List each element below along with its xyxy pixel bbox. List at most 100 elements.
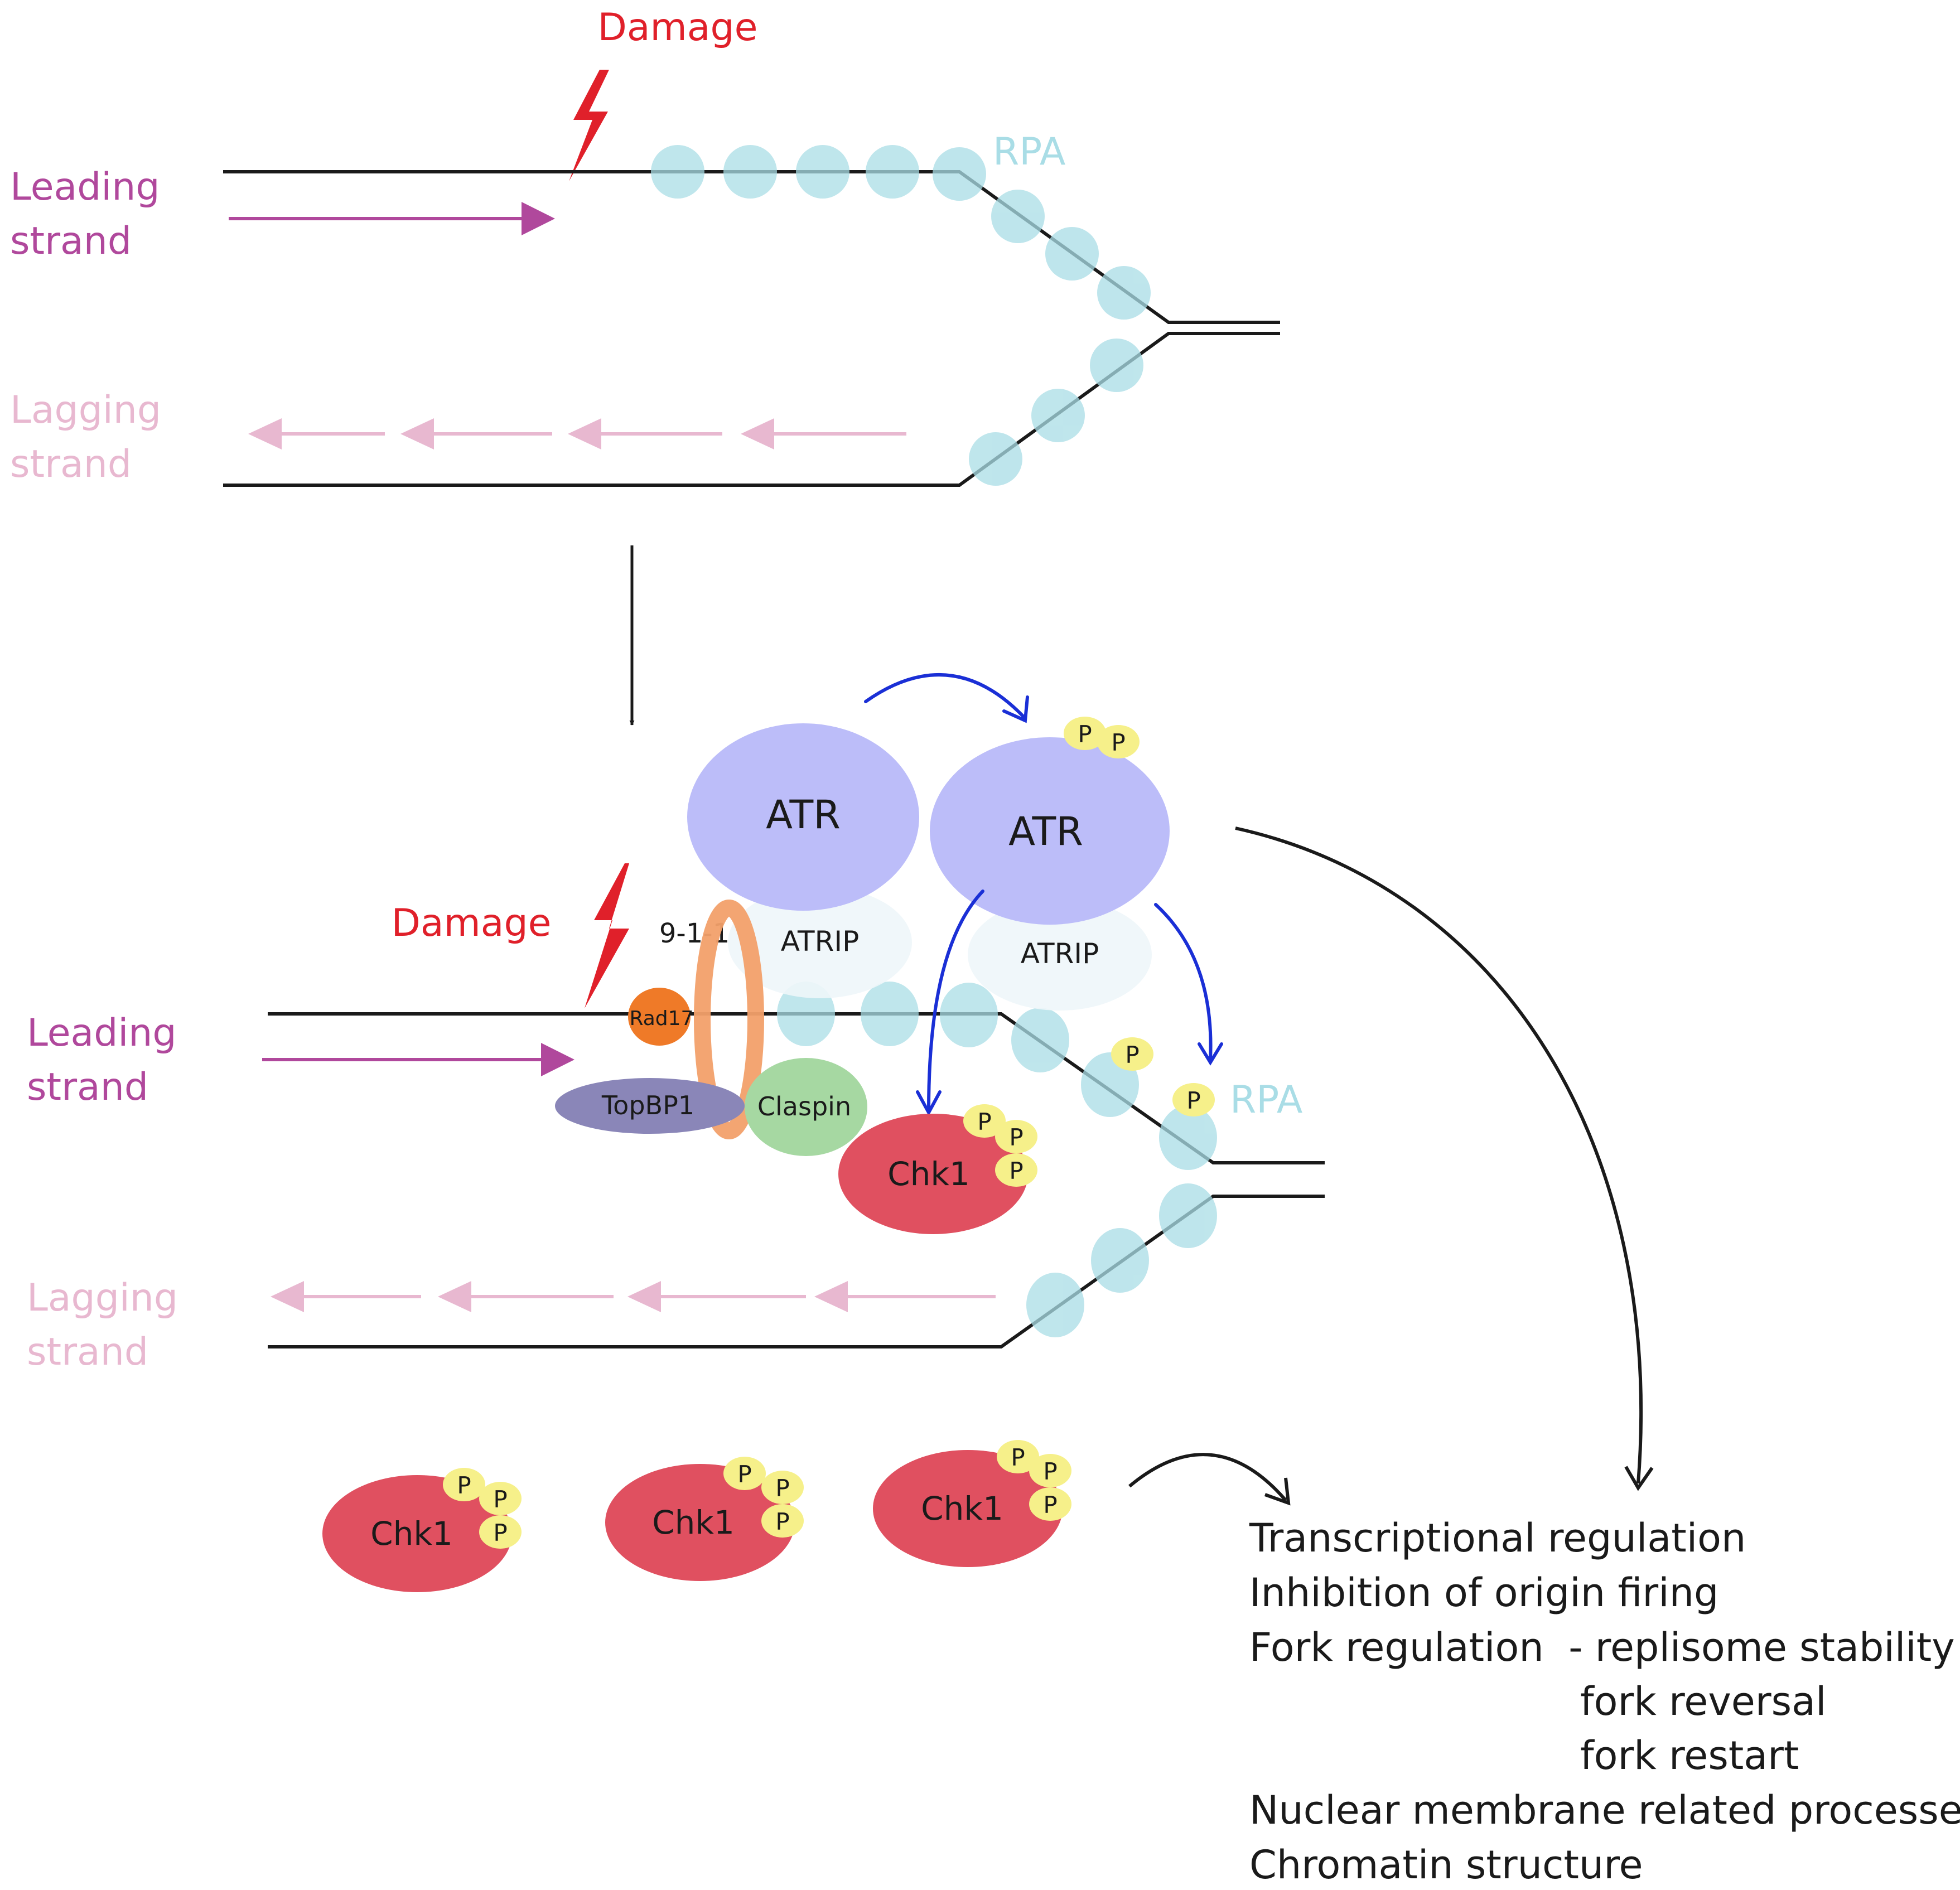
phospho-badge [723,1457,766,1490]
rpa-bead [940,983,998,1047]
phospho-badge [479,1482,522,1515]
phospho-label: P [775,1475,789,1502]
rpa-bead [723,145,777,199]
rpa-phospho-label: P [1186,1087,1200,1114]
released-chk1 [322,1475,512,1592]
bottom-leading-label-line2: strand [27,1065,148,1109]
top-lagging-arrows [248,418,906,449]
outcome-item: Inhibition of origin firing [1249,1570,1718,1616]
lagging-arrowhead-icon [248,418,282,449]
rpa-bead [1091,1228,1149,1293]
rpa-bead [1159,1183,1217,1248]
phospho-label: P [493,1486,507,1513]
chk1-at-fork-phospho: P P P [963,1104,1037,1187]
rpa-bead [991,190,1045,243]
top-damage-bolt-icon [569,70,609,181]
lagging-arrowhead-icon [400,418,434,449]
rpa-bead [651,145,704,199]
lagging-arrowhead-icon [814,1281,848,1312]
lagging-arrowhead-icon [271,1281,304,1312]
bottom-leading-arrowhead-icon [541,1043,575,1076]
atr-active-label: ATR [1008,809,1083,854]
bottom-rpa-label: RPA [1230,1078,1302,1122]
top-rpa-label: RPA [993,130,1065,174]
arrowhead-icon [1624,1466,1654,1491]
released-chk1 [605,1464,795,1581]
outcome-item: Chromatin structure [1249,1842,1643,1888]
bottom-leading-label: Leading strand [27,1011,189,1109]
chk1-at-fork-label: Chk1 [887,1155,970,1193]
ring-911 [694,900,764,1139]
released-chk1-label: Chk1 [652,1504,735,1541]
rpa-bead [1159,1105,1217,1170]
top-leading-label-line2: strand [10,219,132,263]
released-chk1-label: Chk1 [921,1490,1003,1528]
chk1-at-fork [838,1114,1028,1234]
lagging-arrowhead-icon [741,418,774,449]
atr-left-label: ATR [766,792,841,838]
arrowhead-icon [1264,1477,1291,1506]
top-leading-label: Leading strand [10,165,172,263]
topbp1-label: TopBP1 [601,1090,694,1120]
rpa-phospho-label: P [1125,1041,1139,1069]
phospho-badge [1029,1454,1071,1487]
lagging-arrowhead-icon [438,1281,471,1312]
bottom-leading-label-line1: Leading [27,1011,177,1055]
rpa-bead [1026,1273,1084,1337]
outcome-item: fork reversal [1580,1679,1826,1724]
atr-phospho-label: P [1078,721,1092,748]
phospho-label: P [1009,1157,1023,1185]
topbp1 [555,1078,745,1134]
phospho-badge [997,1440,1039,1473]
atr-to-rpa-arrow [1154,903,1213,1061]
claspin [745,1058,867,1156]
phospho-label: P [1043,1491,1057,1519]
rpa-bead [1031,389,1085,442]
bottom-damage-label: Damage [392,901,552,945]
arrowhead-icon [1002,695,1029,723]
top-lagging-label-line2: strand [10,442,132,486]
outcome-item: fork restart [1580,1733,1799,1778]
phospho-label: P [1043,1458,1057,1485]
bottom-lagging-label: Lagging strand [27,1276,190,1374]
atrip-left-label: ATRIP [781,925,860,958]
rpa-phospho-badge [1111,1037,1153,1071]
outcome-arrows [1128,826,1654,1506]
phospho-label: P [737,1461,751,1488]
phospho-badge [761,1504,804,1538]
lagging-arrowhead-icon [568,418,601,449]
atr-phospho-label: P [1111,729,1125,756]
claspin-label: Claspin [757,1091,851,1122]
atr-to-chk1-arrow [927,890,984,1111]
phospho-badge [995,1153,1037,1187]
phospho-badge [479,1515,522,1549]
atrip-right [968,899,1152,1011]
rpa-bead [796,145,849,199]
bottom-panel: RPA P P ATRIP ATRIP ATR ATR P P [27,673,1325,1374]
atrip-left [728,887,912,998]
top-lagging-label: Lagging strand [10,388,173,486]
top-panel: Damage RPA Leading strand [10,6,1280,487]
phospho-label: P [1009,1124,1023,1151]
outcome-item: Transcriptional regulation [1249,1515,1746,1561]
atr-phospho-badge [1097,725,1140,758]
rpa-bead [861,982,919,1046]
rpa-bead [1045,227,1099,281]
lagging-arrowhead-icon [627,1281,661,1312]
phospho-label: P [493,1519,507,1546]
rpa-bead [1090,339,1143,392]
rpa-bead [866,145,919,199]
phospho-label: P [457,1472,471,1499]
phospho-label: P [775,1508,789,1535]
rpa-phospho-badge [1172,1083,1215,1116]
rpa-bead [969,432,1022,486]
phospho-badge [761,1471,804,1504]
atr-transphosphorylation-arrow [864,673,1025,718]
released-chk1 [873,1450,1063,1567]
top-lagging-label-line1: Lagging [10,388,161,432]
top-damage-label: Damage [598,6,758,50]
phospho-badge [443,1468,485,1501]
outcomes-list: Transcriptional regulation Inhibition of… [1249,1515,1960,1888]
top-leading-arrowhead-icon [522,202,555,235]
